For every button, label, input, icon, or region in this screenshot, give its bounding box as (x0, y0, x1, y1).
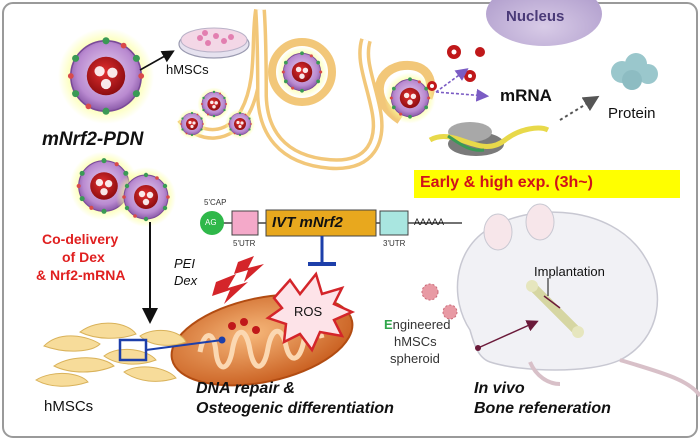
translation-arrow (559, 95, 600, 121)
ros-burst (265, 271, 356, 353)
zoom-line (145, 339, 223, 351)
particle-small-3 (224, 108, 256, 140)
engineered-line-3: spheroid (390, 351, 440, 366)
mrna-construct (200, 209, 462, 266)
codelivery-line-2: of Dex (62, 249, 105, 265)
mrna-label: mRNA (500, 86, 552, 105)
lightning-icons (212, 256, 264, 304)
payload-dot-4 (475, 47, 485, 57)
ag-circle (200, 211, 224, 235)
spheroid-arrow (477, 320, 539, 349)
hmsc-cells-cluster (35, 322, 187, 387)
codelivery-line-1: Co-delivery (42, 231, 119, 247)
pei-label: PEI (174, 256, 195, 271)
polya-label: AAAAA (414, 217, 445, 227)
utr3-box (379, 210, 409, 236)
protein-icon (611, 53, 658, 90)
petri-dish (178, 27, 250, 59)
utr5-box (231, 210, 259, 236)
dex-label: Dex (174, 273, 198, 288)
engineered-rest: ngineered (392, 317, 451, 332)
utr5-label: 5'UTR (233, 239, 256, 248)
dna-repair-line-1: DNA repair & (196, 380, 295, 397)
engineered-initial: E (384, 317, 393, 332)
cap-label: 5'CAP (204, 198, 227, 207)
engineered-label: Engineered (384, 318, 451, 331)
early-exp-label: Early & high exp. (3h~) (420, 174, 593, 191)
utr3-label: 3'UTR (383, 239, 406, 248)
ivt-label: IVT mNrf2 (272, 214, 343, 231)
engineered-line-2: hMSCs (394, 334, 437, 349)
invivo-line-1: In vivo (474, 380, 525, 397)
particle-escaping (384, 72, 436, 124)
nucleus-label: Nucleus (506, 8, 565, 25)
hmscs-top-label: hMSCs (166, 62, 209, 77)
mnrf2-pdn-large (57, 27, 155, 125)
early-exp-box (414, 170, 680, 198)
ros-label: ROS (294, 304, 323, 319)
dna-repair-line-2: Osteogenic differentiation (196, 400, 394, 417)
escaping-endosome (374, 60, 436, 124)
peptide-strand (447, 134, 485, 152)
particle-pair-2 (115, 166, 177, 228)
particle-label: mNrf2-PDN (42, 129, 144, 150)
implantation-label: Implantation (534, 264, 605, 279)
protein-label: Protein (608, 105, 656, 122)
codelivery-line-3: & Nrf2-mRNA (36, 267, 126, 283)
spheroid-icons (421, 283, 458, 320)
ag-label: AG (205, 218, 217, 227)
nucleus-shape (486, 0, 602, 46)
endosome (268, 38, 336, 106)
release-arrow-2 (435, 88, 490, 102)
release-arrow-1 (435, 68, 469, 93)
invivo-line-2: Bone refeneration (474, 400, 611, 417)
particle-small-2 (176, 108, 208, 140)
mouse-illustration (456, 203, 700, 398)
uptake-arrow (139, 50, 175, 71)
hmscs-bottom-label: hMSCs (44, 398, 94, 415)
implant-pointer (543, 295, 561, 309)
